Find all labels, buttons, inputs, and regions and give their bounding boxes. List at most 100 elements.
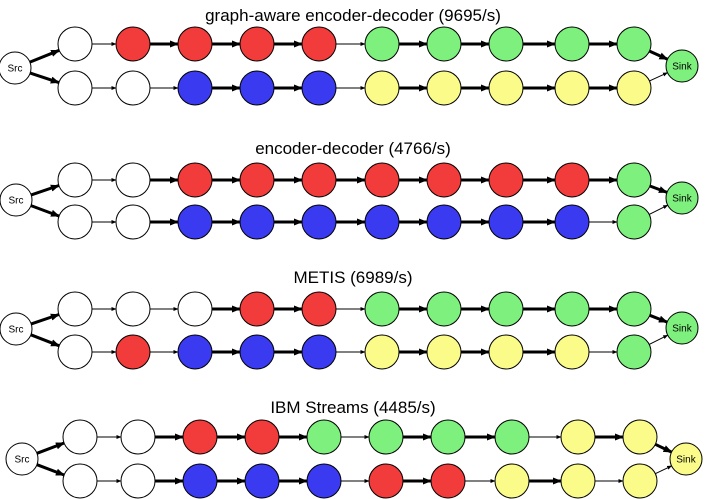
operator-node-green <box>616 334 652 370</box>
thick-edge <box>648 49 669 61</box>
operator-node-blue <box>182 463 218 499</box>
sink-node-circle <box>665 311 699 345</box>
thick-edge <box>649 184 668 194</box>
operator-node-green <box>430 419 466 455</box>
operator-node-blue <box>239 70 275 106</box>
operator-node-blue <box>364 204 400 240</box>
thick-edge <box>30 333 61 348</box>
operator-node-white <box>62 463 98 499</box>
operator-node-red <box>301 291 337 327</box>
operator-node-blue <box>426 204 462 240</box>
operator-node-red <box>301 26 337 62</box>
operator-node-white <box>57 70 93 106</box>
thick-edge <box>36 463 65 477</box>
panel-graph: Src Sink <box>0 291 699 370</box>
operator-node-yellow <box>560 463 596 499</box>
operator-node-green <box>616 291 652 327</box>
operator-node-red <box>488 162 524 198</box>
operator-node-yellow <box>426 70 462 106</box>
operator-node-yellow <box>494 463 530 499</box>
thin-edge <box>649 72 668 82</box>
panel-graph: Src Sink <box>0 26 699 106</box>
source-label: Src <box>15 455 30 466</box>
operator-node-white <box>57 334 93 370</box>
operator-node-yellow <box>488 334 524 370</box>
operator-node-red <box>177 162 213 198</box>
edges <box>36 433 673 485</box>
sink-node: Sink <box>665 49 699 83</box>
operator-node-green <box>364 26 400 62</box>
operator-node-blue <box>488 204 524 240</box>
operator-node-yellow <box>560 419 596 455</box>
operator-node-green <box>616 26 652 62</box>
operator-node-green <box>494 419 530 455</box>
source-node: Src <box>0 183 33 217</box>
sink-node: Sink <box>665 181 699 215</box>
operator-node-green <box>554 26 590 62</box>
operator-node-white <box>115 291 151 327</box>
operator-node-blue <box>244 463 280 499</box>
operator-node-red <box>182 419 218 455</box>
operator-node-green <box>368 419 404 455</box>
operator-node-blue <box>239 204 275 240</box>
operator-node-white <box>57 162 93 198</box>
source-node: Src <box>0 312 33 346</box>
operator-node-green <box>426 291 462 327</box>
operator-node-red <box>554 162 590 198</box>
operator-node-blue <box>554 204 590 240</box>
operator-node-yellow <box>364 334 400 370</box>
operator-node-blue <box>177 334 213 370</box>
thick-edge <box>29 48 61 64</box>
source-node: Src <box>5 442 39 476</box>
edges <box>30 305 669 356</box>
operator-node-green <box>616 204 652 240</box>
sink-label: Sink <box>676 455 696 466</box>
sink-node: Sink <box>669 442 703 476</box>
operator-node-white <box>57 291 93 327</box>
edges <box>30 176 669 226</box>
sink-node-circle <box>669 442 703 476</box>
operator-node-yellow <box>622 463 658 499</box>
operator-node-blue <box>177 70 213 106</box>
operator-node-red <box>239 291 275 327</box>
operator-node-red <box>115 26 151 62</box>
operator-node-red <box>301 162 337 198</box>
operator-node-yellow <box>616 70 652 106</box>
nodes: Src Sink <box>0 26 699 106</box>
operator-node-green <box>488 291 524 327</box>
operator-node-white <box>120 463 156 499</box>
operator-node-green <box>488 26 524 62</box>
operator-node-blue <box>306 463 342 499</box>
sink-node-circle <box>665 181 699 215</box>
edges <box>29 40 669 92</box>
operator-node-blue <box>239 334 275 370</box>
operator-node-green <box>554 291 590 327</box>
operator-node-white <box>57 204 93 240</box>
source-node: Src <box>0 51 32 85</box>
thick-edge <box>30 313 60 326</box>
operator-node-blue <box>301 70 337 106</box>
operator-node-yellow <box>554 70 590 106</box>
source-node-circle <box>0 183 33 217</box>
source-label: Src <box>9 196 24 207</box>
thick-edge <box>649 313 668 324</box>
operator-node-red <box>115 334 151 370</box>
operator-node-white <box>115 204 151 240</box>
source-node-circle <box>0 51 32 85</box>
operator-node-white <box>115 162 151 198</box>
operator-node-white <box>57 26 93 62</box>
operator-node-blue <box>301 334 337 370</box>
operator-node-yellow <box>622 419 658 455</box>
operator-node-blue <box>301 204 337 240</box>
sink-label: Sink <box>672 194 692 205</box>
sink-label: Sink <box>672 324 692 335</box>
operator-node-white <box>120 419 156 455</box>
panel-graph-aware-encoder-decoder: graph-aware encoder-decoder (9695/s) Src… <box>0 6 699 106</box>
operator-node-red <box>239 162 275 198</box>
operator-node-red <box>364 162 400 198</box>
operator-node-red <box>430 463 466 499</box>
